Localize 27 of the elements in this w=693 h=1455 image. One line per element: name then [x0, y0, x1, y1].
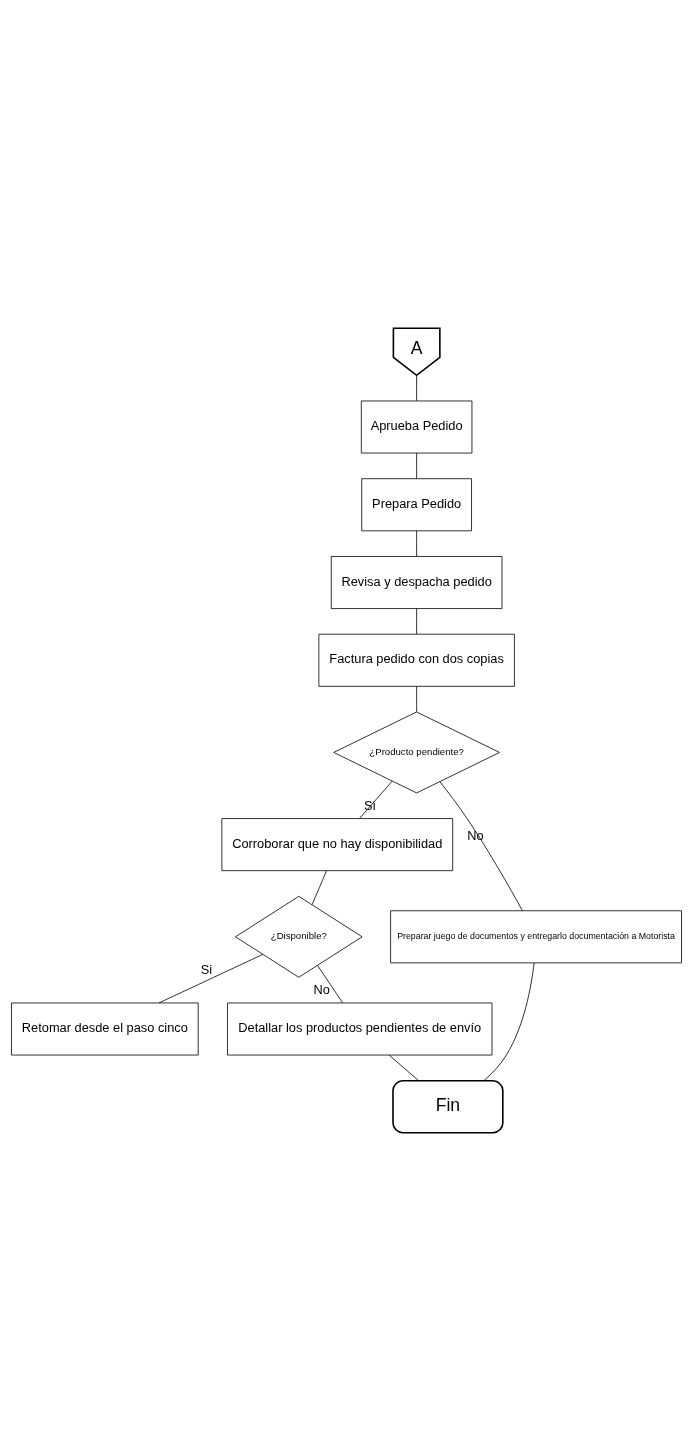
node-box: Aprueba Pedido [360, 400, 473, 453]
node-box: Retomar desde el paso cinco [11, 1002, 199, 1055]
connector [317, 964, 343, 1003]
connector [416, 452, 418, 479]
node-box: Factura pedido con dos copias [318, 633, 515, 687]
edge-label: Si [364, 797, 376, 813]
connector [416, 374, 418, 401]
connector [416, 607, 418, 634]
edge-label: Si [200, 961, 213, 977]
node-box: Detallar los productos pendientes de envío [227, 1002, 493, 1055]
connector [416, 530, 418, 557]
connector [158, 953, 264, 1003]
connector [311, 870, 327, 905]
connector [359, 780, 393, 819]
connector [483, 962, 535, 1081]
node-box: Corroborar que no hay disponibilidad [221, 817, 454, 871]
connector [388, 1054, 419, 1081]
node-diamond: ¿Producto pendiente? [333, 711, 500, 793]
node-diamond: ¿Disponible? [235, 895, 363, 978]
node-box: Revisa y despacha pedido [330, 555, 503, 609]
node-box: Preparar juego de documentos y entregarlo documentación a Motorista [390, 909, 682, 963]
edge-label: No [467, 827, 484, 843]
edge-label: No [313, 981, 330, 997]
connector [416, 685, 418, 712]
node-box: Fin [392, 1079, 504, 1134]
node-box: Prepara Pedido [361, 477, 472, 531]
connector [439, 781, 523, 911]
